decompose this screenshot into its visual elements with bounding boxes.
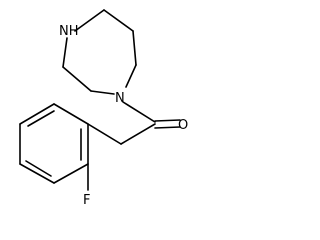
carbonyl-oxygen-label: O <box>178 118 188 133</box>
bond-c6-c7 <box>62 66 92 92</box>
diazepane-ring <box>62 9 137 95</box>
bond-c7-n1 <box>62 37 68 68</box>
bond-ar5-ar6 <box>19 103 55 125</box>
fluorophenyl-ring <box>19 103 89 191</box>
fluorine-label: F <box>83 193 90 208</box>
bond-carbonyl-oxygen <box>154 119 181 122</box>
bond-carbonyl-methylene <box>120 123 156 145</box>
amine-nitrogen-label: NH <box>59 24 79 39</box>
bond-c3-c4 <box>132 30 137 66</box>
bond-c4-n5 <box>125 64 137 88</box>
bond-ar3-ar4 <box>19 163 55 184</box>
bond-carbonyl-oxygen-double <box>154 126 181 129</box>
bond-c2-c3 <box>103 9 134 32</box>
acyl-chain <box>87 101 181 145</box>
aromatic-double-bond <box>27 110 55 127</box>
amide-nitrogen-label: N <box>115 91 125 106</box>
aromatic-double-bond <box>25 160 52 177</box>
bond-n5-c6 <box>90 90 115 95</box>
bond-ar2-ar3 <box>53 163 89 184</box>
bond-ar6-ar1 <box>53 103 89 125</box>
bond-n1-c2 <box>74 9 105 32</box>
chemical-structure: NH N O F <box>19 9 188 208</box>
bond-methylene-ring <box>87 123 122 145</box>
bond-n5-carbonyl <box>122 101 156 123</box>
